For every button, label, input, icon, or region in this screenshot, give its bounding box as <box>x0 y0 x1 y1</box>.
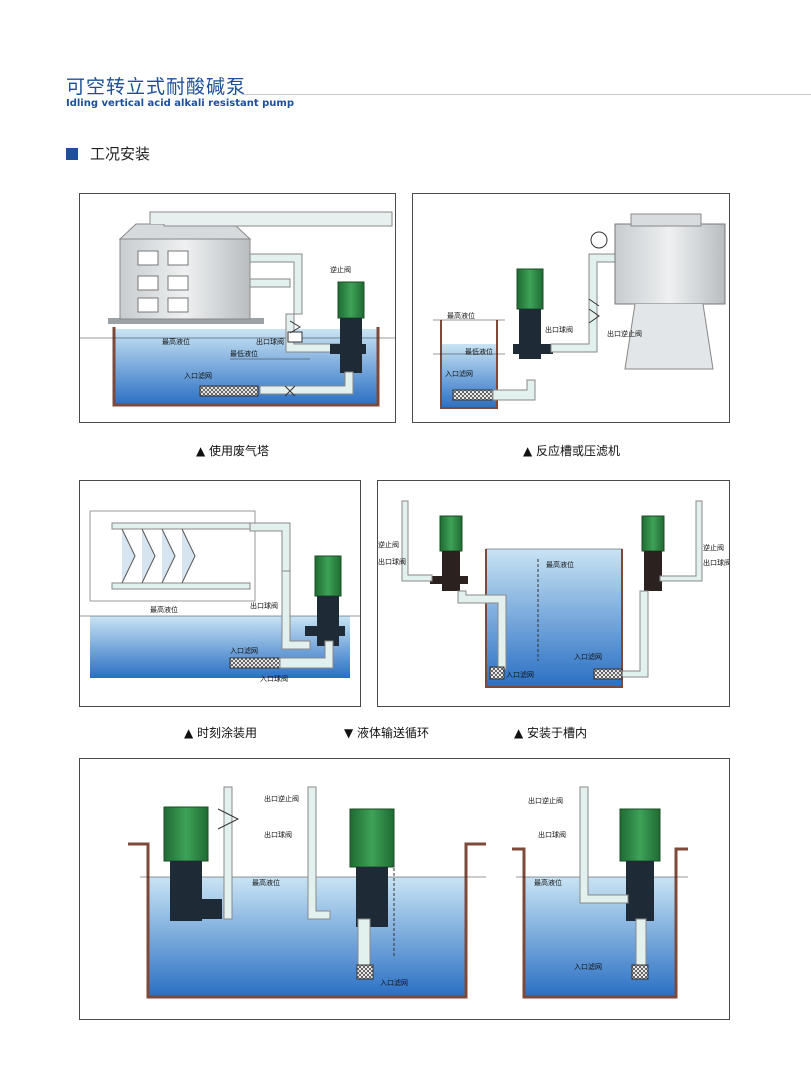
label-inlet-filter-5a: 入口滤网 <box>380 978 408 987</box>
label-outlet-ball-valve-5: 出口球阀 <box>264 830 292 839</box>
label-max-level-3: 最高液位 <box>150 605 178 614</box>
label-outlet-ball-valve-3: 出口球阀 <box>250 601 278 610</box>
page-title-cn: 可空转立式耐酸碱泵 <box>66 76 247 98</box>
section-title: 工况安装 <box>90 145 151 163</box>
label-inlet-filter-5b: 入口滤网 <box>574 962 602 971</box>
label-outlet-ball-valve-4b: 出口球阀 <box>703 558 729 567</box>
label-outlet-check-valve-5b: 出口逆止阀 <box>528 796 563 805</box>
caption-2: ▲ 反应槽或压滤机 <box>523 444 621 458</box>
label-inlet-ball-valve-3: 入口球阀 <box>260 674 288 683</box>
label-min-level-2: 最低液位 <box>465 347 493 356</box>
label-outlet-ball-valve-5b: 出口球阀 <box>538 830 566 839</box>
inlet-filter <box>199 385 259 397</box>
label-outlet-ball-valve: 出口球阀 <box>256 337 284 346</box>
label-max-level-2: 最高液位 <box>447 311 475 320</box>
caption-4: ▼ 液体输送循环 <box>344 726 430 740</box>
label-max-level-4: 最高液位 <box>546 560 574 569</box>
filter-press <box>614 223 726 305</box>
caption-1: ▲ 使用废气塔 <box>196 444 270 458</box>
label-inlet-filter-4a: 入口滤网 <box>574 652 602 661</box>
diagram-installed-in-tank: 最高液位 最高液位 出口逆止阀 出口球阀 出口逆止阀 出口球阀 入口滤网 入口滤… <box>79 758 730 1020</box>
label-outlet-ball-valve-4a: 出口球阀 <box>378 557 406 566</box>
label-min-level: 最低液位 <box>230 349 258 358</box>
label-max-level: 最高液位 <box>162 337 190 346</box>
diagram-waste-gas-tower: 最高液位 最低液位 入口滤网 逆止阀 出口球阀 <box>79 193 396 423</box>
caption-3: ▲ 时刻涂装用 <box>184 726 258 740</box>
label-check-valve-4a: 逆止阀 <box>378 540 399 549</box>
label-inlet-filter: 入口滤网 <box>184 371 212 380</box>
section-heading: 工况安装 <box>66 143 150 164</box>
label-inlet-filter-4b: 入口滤网 <box>506 670 534 679</box>
label-max-level-5a: 最高液位 <box>252 878 280 887</box>
label-inlet-filter-2: 入口滤网 <box>445 369 473 378</box>
tank-wall <box>112 327 380 407</box>
tower-base <box>108 318 264 324</box>
label-outlet-check-valve-5: 出口逆止阀 <box>264 794 299 803</box>
label-max-level-5b: 最高液位 <box>534 878 562 887</box>
page-title-en: Idling vertical acid alkali resistant pu… <box>66 98 294 109</box>
section-square-icon <box>66 147 78 160</box>
label-check-valve-4b: 逆止阀 <box>703 543 724 552</box>
caption-5: ▲ 安装于槽内 <box>514 726 588 740</box>
pump-motor <box>337 281 365 319</box>
diagram-reaction-tank: 最高液位 最低液位 入口滤网 出口球阀 出口逆止阀 <box>412 193 730 423</box>
label-check-valve: 逆止阀 <box>330 265 351 274</box>
title-divider <box>242 94 811 95</box>
label-outlet-ball-valve-2: 出口球阀 <box>545 325 573 334</box>
exhaust-duct <box>149 211 393 227</box>
label-inlet-filter-3: 入口滤网 <box>230 646 258 655</box>
suction-pipe <box>259 371 354 395</box>
label-outlet-check-valve-2: 出口逆止阀 <box>607 329 642 338</box>
diagram-painting: 最高液位 出口球阀 入口滤网 入口球阀 <box>79 480 361 707</box>
diagram-circulation: 最高液位 逆止阀 出口球阀 逆止阀 出口球阀 入口滤网 入口滤网 <box>377 480 730 707</box>
